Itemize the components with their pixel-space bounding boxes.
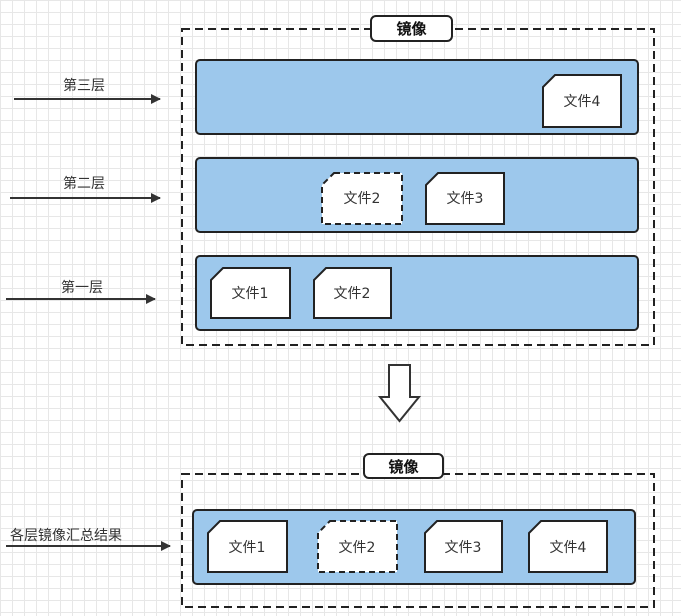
top-image-container: 镜像: [181, 15, 655, 346]
layer-2-label-group: 第二层: [10, 175, 161, 203]
summary-layer: 文件1 文件2 文件3 文件4: [192, 509, 636, 585]
bottom-image-container: 镜像: [181, 453, 655, 608]
file-name: 文件3: [445, 540, 482, 556]
bottom-image-title: 镜像: [388, 458, 419, 476]
file-icon: [317, 520, 398, 573]
bottom-image-title-box: [363, 453, 444, 479]
layer-1-label: 第一层: [61, 279, 103, 296]
file-name: 文件2: [344, 191, 381, 207]
layer-1-file-2: 文件2: [313, 267, 392, 319]
layer-3-label-group: 第三层: [14, 77, 161, 104]
file-icon: [424, 520, 503, 573]
layer-2-label: 第二层: [63, 175, 105, 192]
file-name: 文件2: [339, 540, 376, 556]
top-image-title-box: [370, 15, 453, 42]
file-name: 文件3: [447, 191, 484, 207]
layer-1: 文件1 文件2: [195, 255, 639, 331]
file-icon: [528, 520, 608, 573]
summary-layer-bar: [192, 509, 636, 585]
file-icon: [321, 172, 403, 225]
file-icon: [542, 74, 622, 128]
top-image-title: 镜像: [396, 20, 427, 38]
layer-3-file-1: 文件4: [542, 74, 622, 128]
file-icon: [207, 520, 288, 573]
file-name: 文件1: [232, 286, 269, 302]
layer-3: 文件4: [195, 59, 639, 135]
file-name: 文件4: [550, 540, 587, 556]
layer-2-file-2: 文件3: [425, 172, 505, 225]
layer-1-label-group: 第一层: [6, 279, 156, 304]
summary-file-1: 文件1: [207, 520, 288, 573]
summary-file-3: 文件3: [424, 520, 503, 573]
layer-2-file-1-deleted: 文件2: [321, 172, 403, 225]
file-icon: [210, 267, 291, 319]
summary-file-4: 文件4: [528, 520, 608, 573]
file-name: 文件2: [334, 286, 371, 302]
layer-2-bar: [195, 157, 639, 233]
file-icon: [313, 267, 392, 319]
layer-3-label: 第三层: [63, 77, 105, 94]
file-name: 文件4: [564, 94, 601, 110]
layer-1-bar: [195, 255, 639, 331]
layer-1-file-1: 文件1: [210, 267, 291, 319]
summary-label: 各层镜像汇总结果: [10, 528, 122, 544]
down-arrow-icon: [377, 364, 422, 423]
file-name: 文件1: [229, 540, 266, 556]
summary-label-group: 各层镜像汇总结果: [6, 528, 171, 551]
file-icon: [425, 172, 505, 225]
layer-2: 文件2 文件3: [195, 157, 639, 233]
layer-3-bar: [195, 59, 639, 135]
summary-file-2-deleted: 文件2: [317, 520, 398, 573]
